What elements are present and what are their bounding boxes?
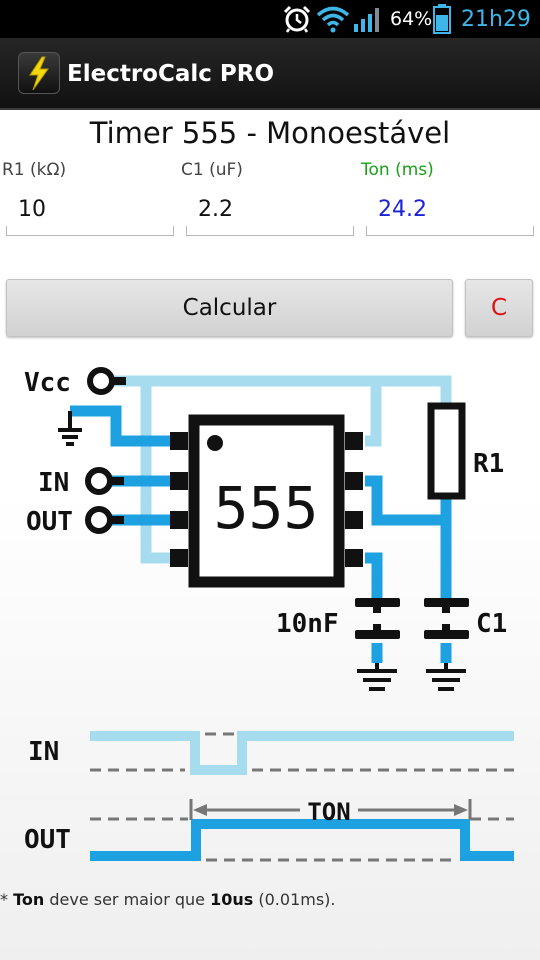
ton-value: 24.2: [378, 197, 427, 222]
ton-diagram-label: TON: [307, 798, 350, 826]
note-middle: deve ser maior que: [44, 890, 211, 909]
r1-diagram-label: R1: [473, 449, 504, 479]
calculate-button[interactable]: Calcular: [6, 279, 453, 337]
r1-input[interactable]: 10: [6, 190, 174, 236]
vcc-terminal: [87, 367, 126, 395]
chip-label: 555: [214, 474, 319, 542]
status-bar: 64% 21h29: [0, 0, 540, 38]
ton-dimension: [189, 799, 472, 820]
wave-out-label: OUT: [24, 825, 71, 855]
resistor-r1: [427, 402, 466, 500]
ton-label: Ton (ms): [361, 160, 434, 180]
in-label: IN: [38, 468, 69, 498]
clock-time: 21h29: [461, 6, 531, 32]
c1-underline: [186, 226, 354, 236]
in-waveform: [90, 731, 514, 775]
ground-icon: [58, 411, 82, 446]
note-min: 10us: [210, 890, 254, 909]
in-terminal: [85, 467, 124, 495]
page-title: Timer 555 - Monoestável: [89, 116, 451, 150]
capacitor-c1: [424, 598, 469, 639]
r1-label: R1 (kΩ): [2, 160, 67, 180]
cap-10nf-label: 10nF: [276, 609, 339, 639]
wave-in-label: IN: [28, 737, 59, 767]
vcc-label: Vcc: [24, 368, 71, 398]
ground-icon: [357, 663, 397, 691]
out-terminal: [85, 506, 124, 534]
dark-wires: [70, 405, 452, 663]
ground-icon: [426, 663, 466, 691]
lightning-icon[interactable]: [18, 52, 60, 94]
signal-icon: [354, 8, 379, 32]
app-bar: ElectroCalc PRO: [0, 38, 540, 110]
clear-button[interactable]: C: [465, 279, 533, 337]
battery-percent: 64%: [390, 8, 433, 30]
ton-input[interactable]: 24.2: [366, 190, 534, 236]
out-label: OUT: [26, 507, 73, 537]
out-waveform: [90, 817, 514, 862]
r1-value: 10: [18, 197, 46, 222]
note-suffix: (0.01ms).: [253, 890, 336, 909]
alarm-clock-icon: [283, 5, 311, 33]
r1-underline: [6, 226, 174, 236]
c1-value: 2.2: [198, 197, 233, 222]
capacitor-10nf: [355, 598, 400, 639]
ton-note: * Ton deve ser maior que 10us (0.01ms).: [0, 890, 336, 909]
note-ton: Ton: [13, 890, 45, 909]
calculator-content: Timer 555 - Monoestável R1 (kΩ) C1 (uF) …: [0, 110, 540, 960]
wifi-icon: [316, 6, 350, 33]
note-prefix: *: [0, 890, 14, 909]
chip-555: [170, 414, 363, 588]
app-title: ElectroCalc PRO: [67, 61, 275, 87]
circuit-diagram: Vcc IN OUT: [24, 367, 514, 862]
battery-icon: [433, 4, 451, 34]
c1-input[interactable]: 2.2: [186, 190, 354, 236]
c1-label: C1 (uF): [181, 160, 243, 180]
cap-c1-label: C1: [476, 609, 507, 639]
ton-underline: [366, 226, 534, 236]
